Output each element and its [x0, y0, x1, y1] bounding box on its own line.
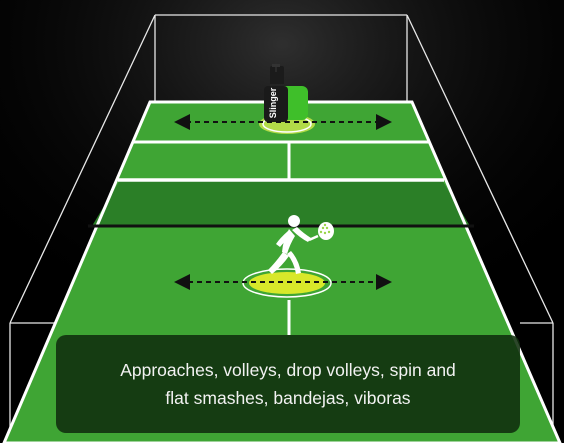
caption-box: Approaches, volleys, drop volleys, spin …: [56, 335, 520, 433]
net-shade-band: [92, 180, 470, 226]
caption-text: Approaches, volleys, drop volleys, spin …: [73, 356, 503, 412]
caption-line-2: flat smashes, bandejas, viboras: [73, 384, 503, 412]
machine-brand-label: Slinger: [268, 87, 278, 118]
caption-line-1: Approaches, volleys, drop volleys, spin …: [73, 356, 503, 384]
